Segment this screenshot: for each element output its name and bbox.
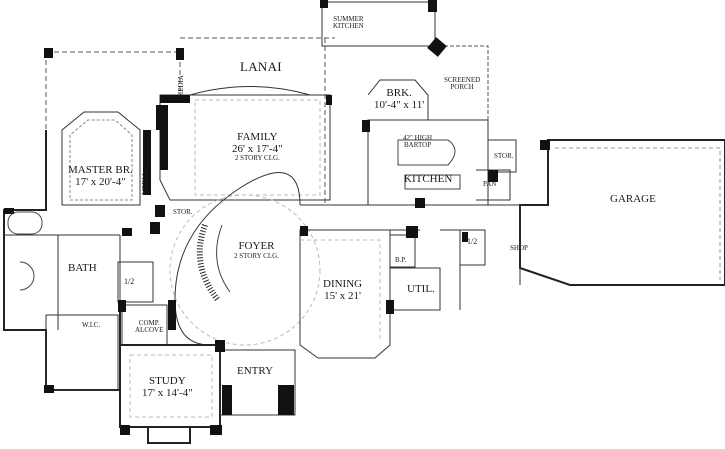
family-name: FAMILY: [237, 131, 278, 143]
tub: [7, 211, 43, 235]
half-bath-right-outline: [459, 229, 486, 266]
kitchen-island: [404, 174, 461, 190]
dining-label: DINING 15' x 21': [323, 278, 363, 302]
comp-alcove-line1: COMP.: [138, 319, 160, 327]
bath-label: BATH: [68, 262, 97, 274]
foyer-curve: [174, 172, 301, 346]
summer-kitchen-outline: [321, 1, 436, 47]
dining-name: DINING: [323, 278, 363, 290]
stor-mid-label: STOR.: [173, 208, 193, 216]
garage-label: GARAGE: [610, 193, 656, 205]
master-label: MASTER BR. 17' x 20'-4": [68, 164, 133, 188]
summer-kitchen-line2: KITCHEN: [333, 22, 364, 31]
garage-dash: [555, 147, 721, 280]
wic-label: W.I.C.: [82, 321, 101, 329]
master-bay-inner: [69, 119, 133, 201]
entry-outline: [219, 349, 296, 416]
util-wall: [440, 229, 461, 310]
wall-blocks: [4, 0, 550, 435]
shop-wall: [488, 204, 521, 285]
summer-kitchen-label: SUMMER KITCHEN: [333, 15, 364, 31]
entry-label: ENTRY: [237, 365, 274, 377]
brk-label: BRK. 10'-4" x 11': [374, 87, 425, 111]
util-outline: [390, 267, 441, 311]
study-inner: [129, 354, 213, 418]
comp-alcove-line2: ALCOVE: [135, 326, 164, 335]
family-label: FAMILY 26' x 17'-4" 2 STORY CLG.: [232, 131, 283, 163]
dining-inner: [300, 239, 381, 340]
study-size: 17' x 14'-4": [142, 386, 193, 399]
brk-name: BRK.: [386, 87, 412, 99]
study-fireplace: [147, 426, 191, 444]
screened-porch-line1: SCREENED: [444, 76, 481, 84]
dining-size: 15' x 21': [324, 289, 362, 302]
stor-right-outline: [487, 139, 517, 173]
half-bath-left-outline: [117, 261, 154, 303]
family-inner: [194, 99, 321, 196]
bartop-label: 42" HIGH BARTOP: [403, 134, 433, 150]
foyer-note: 2 STORY CLG.: [234, 251, 279, 260]
foyer-circle: [169, 194, 321, 346]
half-bath-right-label: 1/2: [467, 237, 478, 246]
stair-outer: [196, 223, 221, 302]
brk-size: 10'-4" x 11': [374, 98, 425, 111]
stor-right-label: STOR.: [494, 152, 514, 160]
screened-porch-label: SCREENED PORCH: [444, 76, 481, 92]
stair-inner: [216, 224, 231, 293]
summer-kitchen-line1: SUMMER: [333, 15, 364, 23]
shower-arc: [19, 261, 35, 291]
pan-label: PAN: [483, 180, 497, 188]
kitchen-label: KITCHEN: [404, 173, 453, 185]
bp-outline: [389, 234, 416, 268]
bp-label: B.P.: [395, 256, 407, 264]
hall-line: [300, 204, 488, 231]
wic-outline: [45, 314, 119, 391]
media-upper-label: MEDIA: [177, 75, 185, 98]
family-arch: [189, 86, 311, 96]
screened-porch-line2: PORCH: [450, 83, 474, 92]
master-bay: [61, 111, 141, 206]
shop-label: SHOP: [510, 244, 528, 252]
comp-alcove-label: COMP. ALCOVE: [135, 319, 164, 335]
master-name: MASTER BR.: [68, 164, 133, 176]
media-left-label: MEDIA: [141, 172, 149, 195]
family-size: 26' x 17'-4": [232, 142, 283, 155]
bartop-line2: BARTOP: [404, 141, 432, 150]
bartop-island: [397, 139, 456, 166]
garage-outline: [519, 139, 725, 286]
master-size: 17' x 20'-4": [75, 175, 126, 188]
bath-area: [4, 234, 121, 330]
study-label: STUDY 17' x 14'-4": [142, 375, 193, 399]
lanai-label: LANAI: [240, 59, 282, 74]
study-name: STUDY: [148, 375, 186, 387]
kitchen-outline: [367, 119, 489, 206]
family-note: 2 STORY CLG.: [234, 154, 280, 163]
util-label: UTIL.: [407, 283, 435, 295]
brk-bay: [367, 79, 429, 120]
bartop-line1: 42" HIGH: [403, 134, 433, 142]
foyer-name: FOYER: [238, 240, 275, 252]
half-bath-left-label: 1/2: [124, 277, 135, 286]
foyer-label: FOYER 2 STORY CLG.: [234, 240, 279, 260]
